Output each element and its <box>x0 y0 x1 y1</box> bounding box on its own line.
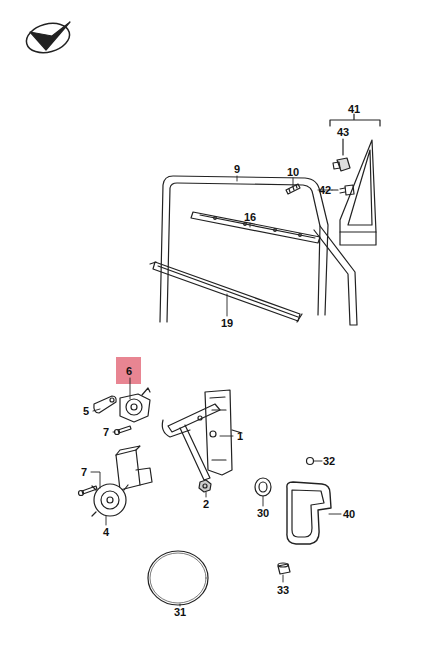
callout-number: 1 <box>236 430 244 443</box>
clip <box>333 139 350 171</box>
strip <box>150 262 302 322</box>
callout-number: 7 <box>80 466 88 479</box>
callout-number: 32 <box>322 455 336 468</box>
leader-lines <box>91 176 341 606</box>
callout-number: 41 <box>347 103 361 116</box>
nut <box>199 480 211 492</box>
trim-triangle <box>330 114 380 245</box>
callout-number: 6 <box>125 365 133 378</box>
callout-number: 2 <box>202 498 210 511</box>
callout-number: 33 <box>276 584 290 597</box>
screw <box>79 486 98 496</box>
screw <box>115 426 132 435</box>
callout-number: 19 <box>220 317 234 330</box>
callout-number: 31 <box>173 606 187 619</box>
grommet <box>255 478 271 496</box>
highlight <box>116 357 141 384</box>
callout-number: 10 <box>286 166 300 179</box>
seal <box>287 482 331 544</box>
plug <box>307 458 314 465</box>
cover-disc <box>148 551 208 605</box>
callout-number: 5 <box>82 405 90 418</box>
callout-number: 4 <box>102 526 110 539</box>
clip <box>332 185 354 195</box>
callout-number: 9 <box>233 163 241 176</box>
motor <box>92 446 152 516</box>
callout-number: 43 <box>336 126 350 139</box>
callout-number: 16 <box>243 211 257 224</box>
plug <box>278 563 290 574</box>
callout-number: 42 <box>318 184 332 197</box>
callout-number: 7 <box>102 426 110 439</box>
logo <box>23 19 73 57</box>
callout-number: 40 <box>342 508 356 521</box>
crank-handle <box>94 396 116 413</box>
window-regulator <box>162 390 242 480</box>
drive-unit <box>120 388 150 422</box>
callout-number: 30 <box>256 507 270 520</box>
